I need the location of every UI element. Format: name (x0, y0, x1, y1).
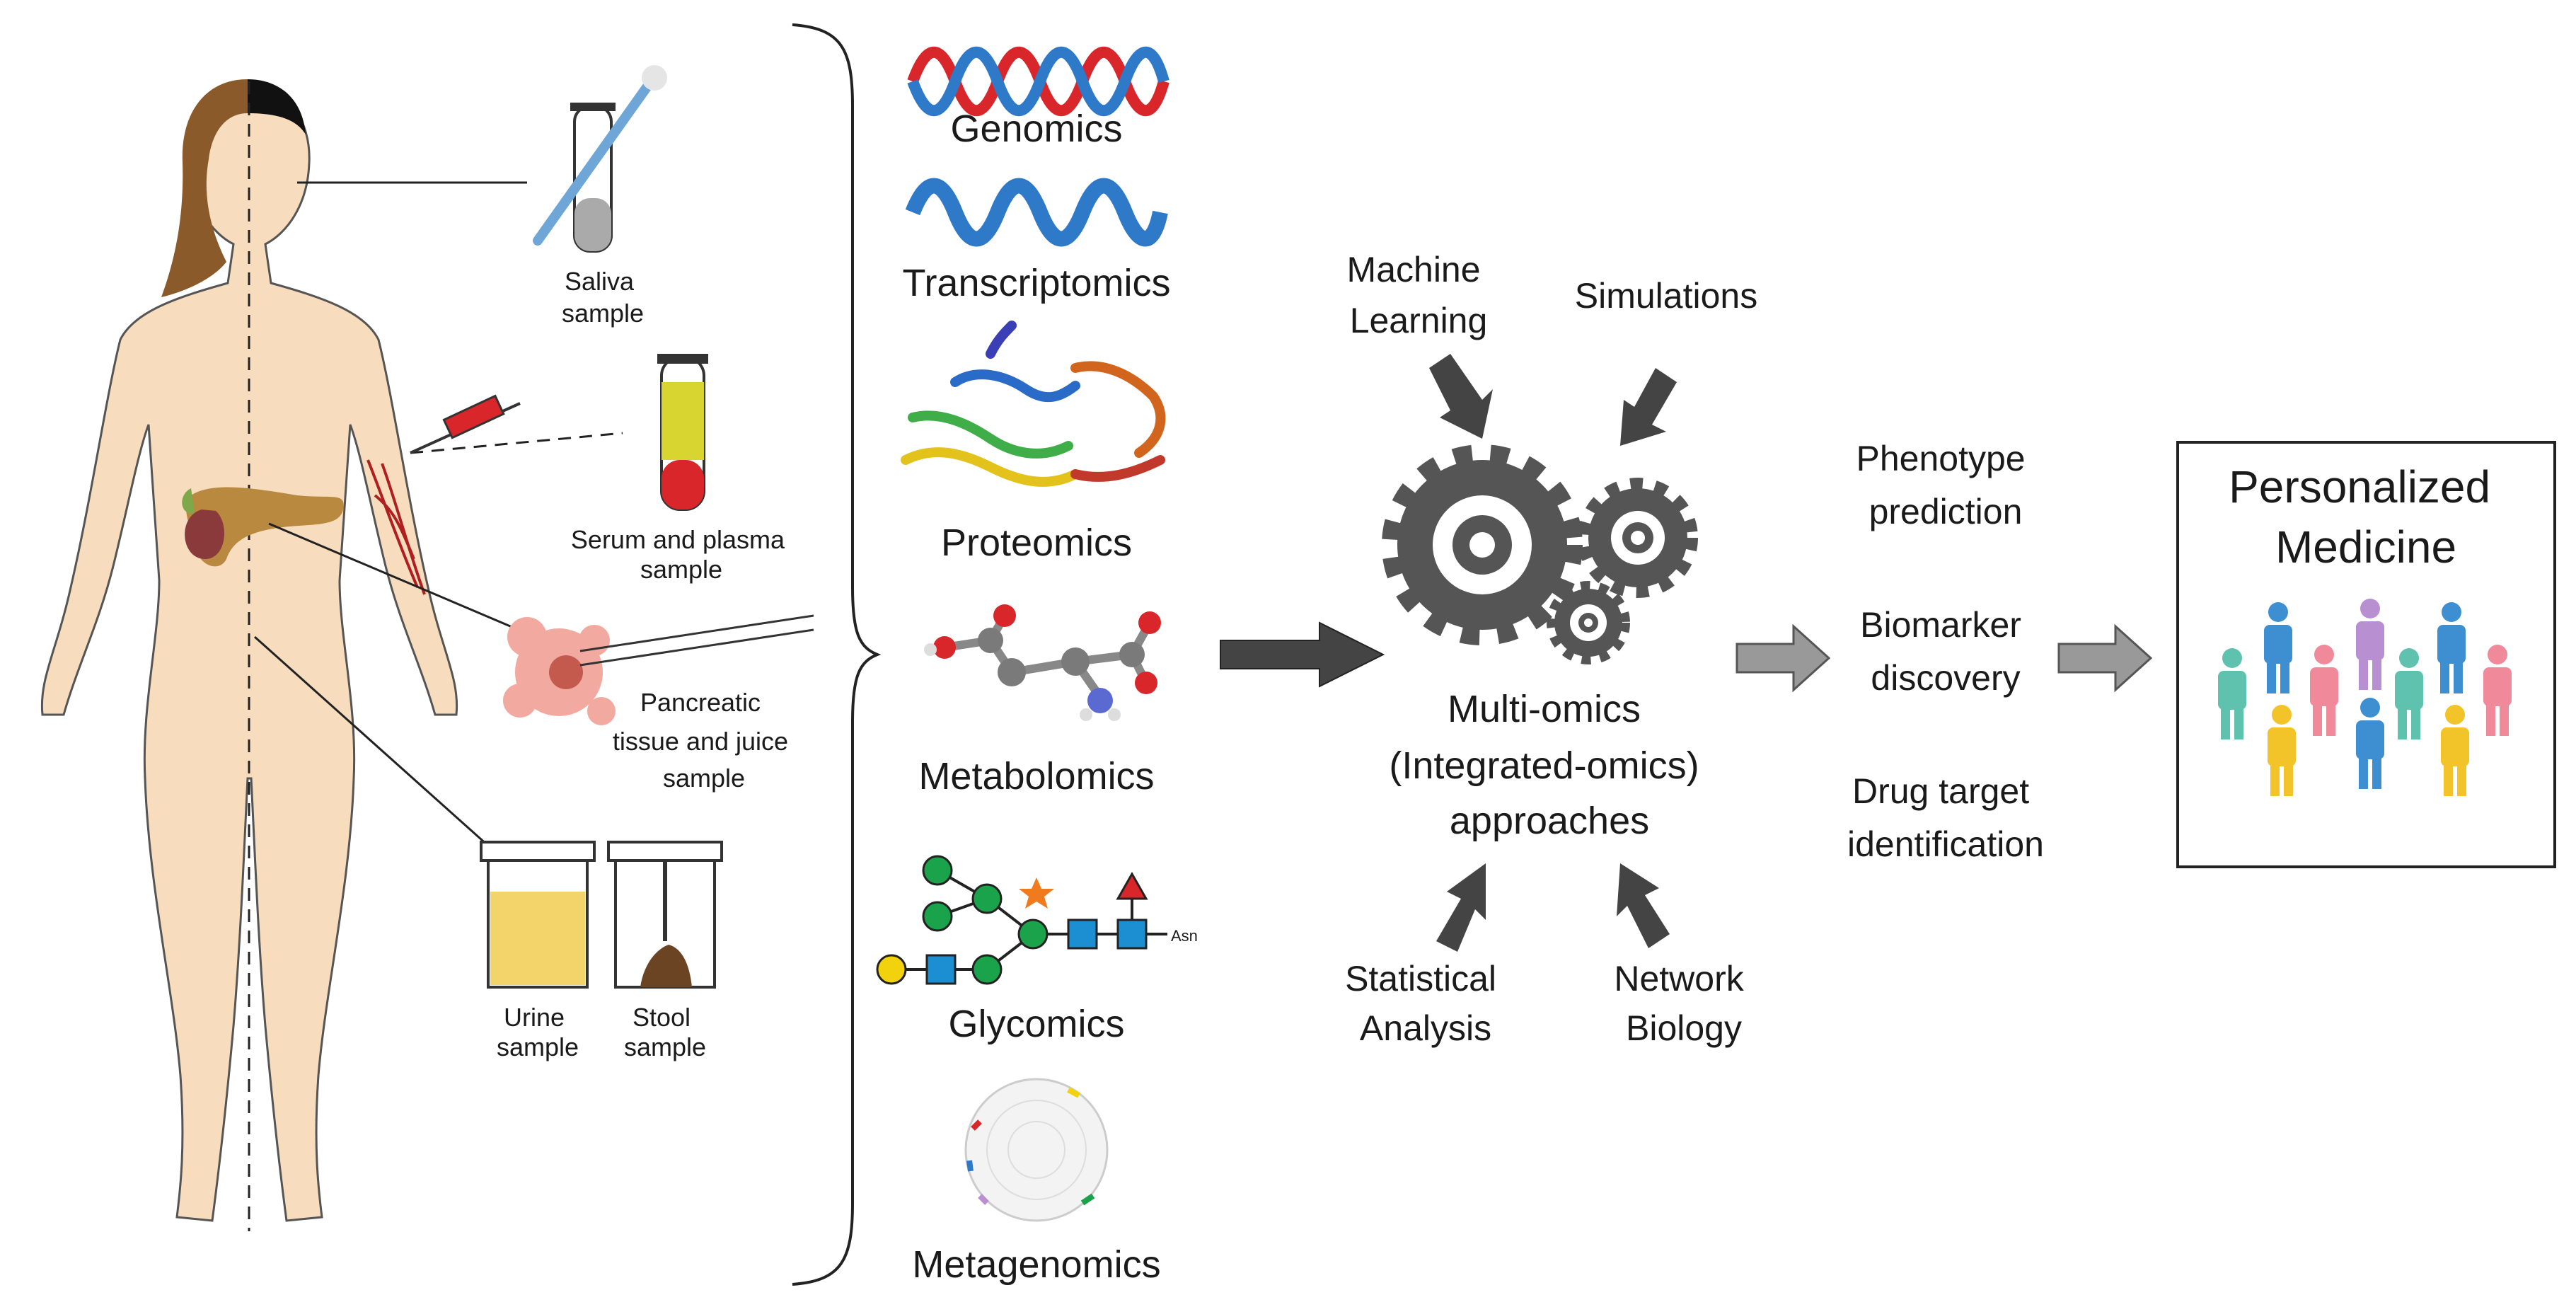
machine-learning-label: Machine Learning (1347, 250, 1491, 340)
glycomics-label: Glycomics (948, 1003, 1124, 1045)
arm-veins (366, 459, 426, 595)
pancreas-organ (186, 487, 344, 567)
proteomics-protein-icon (901, 321, 1166, 487)
person-icon (2268, 705, 2296, 796)
gallbladder-organ (182, 488, 195, 514)
person-icon (2437, 602, 2466, 693)
transcriptomics-label: Transcriptomics (902, 262, 1170, 304)
pancreatic-tissue (503, 614, 814, 725)
person-icon (2310, 645, 2338, 736)
person-icon (2356, 698, 2384, 789)
phenotype-prediction-label: Phenotype prediction (1856, 439, 2035, 531)
simulations-label: Simulations (1575, 276, 1757, 316)
transcriptomics-rna-icon (905, 178, 1168, 247)
genomics-dna-icon (907, 46, 1169, 117)
liver-organ (185, 509, 224, 559)
person-icon (2441, 705, 2469, 796)
metagenomics-label: Metagenomics (912, 1243, 1160, 1286)
omics-to-integration-arrow (1220, 621, 1385, 688)
serum-sample-label: Serum and plasma sample (571, 525, 792, 584)
person-icon (2395, 648, 2423, 739)
proteomics-label: Proteomics (941, 522, 1132, 564)
urine-cup (480, 841, 596, 989)
saliva-sample-label: Saliva sample (562, 267, 644, 328)
stool-cup (607, 841, 723, 989)
person-icon (2264, 602, 2292, 693)
large-gear (1382, 444, 1583, 645)
metagenomics-tree-icon (964, 1078, 1109, 1222)
glycan-asn-label: Asn (1171, 927, 1198, 945)
metabolomics-molecule-icon (924, 604, 1161, 721)
medium-gear (1578, 478, 1698, 598)
network-biology-label: Network Biology (1614, 959, 1753, 1048)
curly-brace (792, 23, 882, 1286)
saliva-tube (533, 65, 667, 253)
person-icon (2218, 648, 2246, 739)
urine-sample-label: Urine sample (497, 1003, 579, 1061)
integration-label: Multi-omics (Integrated-omics) approache… (1389, 688, 1709, 842)
outcomes-to-medicine-arrow (2057, 623, 2153, 693)
serum-tube (657, 354, 708, 511)
genomics-label: Genomics (950, 108, 1122, 150)
statistical-analysis-label: Statistical Analysis (1345, 959, 1506, 1048)
glycomics-glycan-icon: Asn (876, 855, 1198, 985)
human-body-illustration (40, 79, 458, 1231)
method-arrows (1429, 354, 1677, 952)
biomarker-discovery-label: Biomarker discovery (1860, 605, 2031, 698)
integration-to-outcomes-arrow (1735, 623, 1831, 693)
person-icon (2356, 599, 2384, 690)
small-gear (1547, 581, 1630, 664)
people-group (2218, 599, 2512, 796)
sample-connectors (254, 181, 623, 847)
syringe (410, 394, 521, 454)
body-silhouette (40, 84, 458, 1222)
hair-right (248, 79, 306, 134)
gears-icon (1382, 444, 1698, 664)
personalized-medicine-title: Personalized Medicine (2229, 461, 2503, 572)
metabolomics-label: Metabolomics (918, 755, 1154, 798)
stool-sample-label: Stool sample (624, 1003, 706, 1061)
pancreatic-sample-label: Pancreatic tissue and juice sample (613, 688, 795, 793)
hair-left (161, 79, 248, 297)
drug-target-label: Drug target identification (1847, 771, 2044, 864)
person-icon (2483, 645, 2512, 736)
